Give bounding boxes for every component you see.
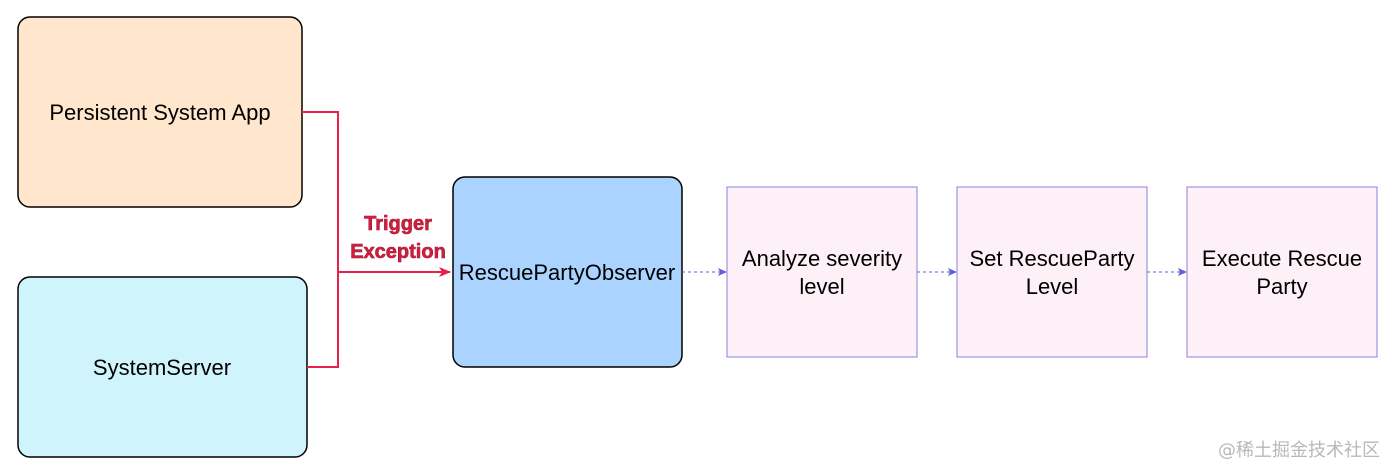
- edge-server-to-junction: [307, 272, 339, 368]
- node-set-rescue-party-level: Set RescueParty Level: [956, 186, 1148, 358]
- node-execute-rescue-party: Execute Rescue Party: [1186, 186, 1378, 358]
- node-analyze-severity-level-line1: Analyze severity: [742, 246, 902, 271]
- node-execute-rescue-party-line1: Execute Rescue: [1202, 246, 1362, 271]
- node-system-server: SystemServer: [17, 276, 308, 458]
- node-persistent-system-app-label: Persistent System App: [49, 100, 270, 125]
- node-analyze-severity-level-line2: level: [799, 274, 844, 299]
- node-set-rescue-party-level-line2: Level: [1026, 274, 1079, 299]
- watermark-text: @稀土掘金技术社区: [1218, 440, 1380, 461]
- node-execute-rescue-party-box: [1186, 186, 1378, 358]
- edge-label-trigger: Trigger: [364, 213, 432, 235]
- node-system-server-label: SystemServer: [93, 355, 231, 380]
- node-set-rescue-party-level-line1: Set RescueParty: [969, 246, 1134, 271]
- node-analyze-severity-level-box: [726, 186, 918, 358]
- node-rescue-party-observer: RescuePartyObserver: [452, 176, 683, 368]
- node-analyze-severity-level: Analyze severity level: [726, 186, 918, 358]
- edge-label-exception: Exception: [350, 241, 446, 263]
- node-persistent-system-app: Persistent System App: [17, 16, 303, 208]
- node-rescue-party-observer-label: RescuePartyObserver: [459, 260, 675, 285]
- node-set-rescue-party-level-box: [956, 186, 1148, 358]
- edge-trigger-exception: Trigger Exception: [302, 111, 451, 368]
- node-execute-rescue-party-line2: Party: [1256, 274, 1307, 299]
- edge-app-to-junction: [302, 111, 339, 272]
